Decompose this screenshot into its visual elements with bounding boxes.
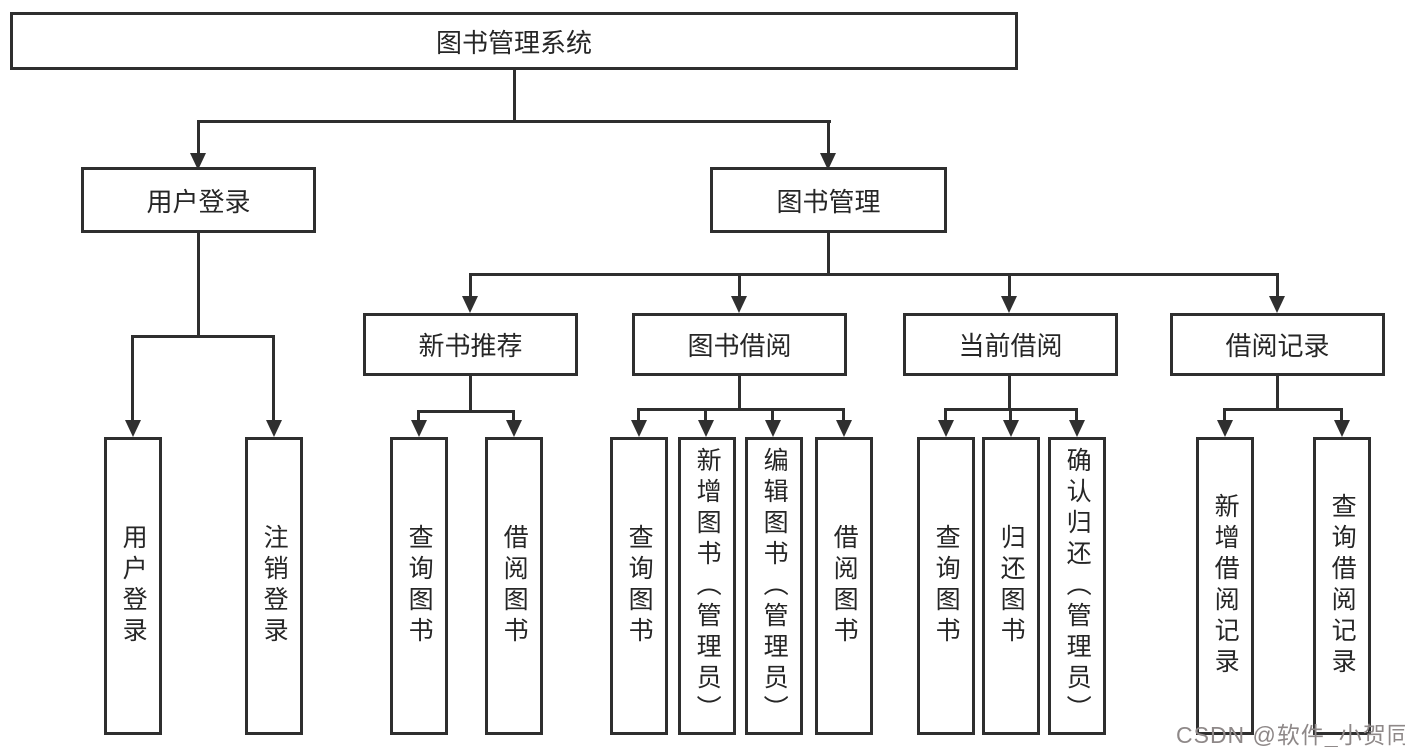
arrowhead-icon — [1001, 296, 1017, 313]
connector-drop-leaf — [131, 335, 134, 422]
arrowhead-icon — [631, 420, 647, 437]
connector-drop-leaf — [512, 410, 515, 422]
leaf-add-borrow-record: 新增借阅记录 — [1196, 437, 1254, 735]
connector-drop-leaf — [1075, 408, 1078, 422]
leaf-label: 用户登录 — [119, 524, 148, 648]
leaf-label: 借阅图书 — [830, 524, 859, 648]
node-current-borrow: 当前借阅 — [903, 313, 1118, 376]
arrowhead-icon — [506, 420, 522, 437]
connector-drop-book-borrow — [738, 273, 741, 298]
leaf-label: 新增图书（管理员） — [693, 446, 722, 726]
arrowhead-icon — [1334, 420, 1350, 437]
leaf-label: 编辑图书（管理员） — [760, 446, 789, 726]
connector-drop-new-book — [469, 273, 472, 298]
connector-new-book-bar — [417, 410, 515, 413]
connector-drop-leaf — [417, 410, 420, 422]
connector-new-book-stub — [469, 376, 472, 410]
node-label: 当前借阅 — [958, 331, 1063, 361]
node-root-book-management-system: 图书管理系统 — [10, 12, 1018, 70]
node-user-login: 用户登录 — [81, 167, 316, 233]
leaf-borrow-books-recommend: 借阅图书 — [485, 437, 543, 735]
node-label: 图书借阅 — [687, 331, 792, 361]
node-borrow-records: 借阅记录 — [1170, 313, 1385, 376]
leaf-user-login: 用户登录 — [104, 437, 162, 735]
node-label: 图书管理 — [776, 186, 881, 217]
leaf-logout: 注销登录 — [245, 437, 303, 735]
leaf-label: 查询图书 — [625, 524, 654, 648]
leaf-query-books-borrow: 查询图书 — [610, 437, 668, 735]
connector-drop-leaf — [771, 408, 774, 422]
leaf-query-books-recommend: 查询图书 — [390, 437, 448, 735]
connector-book-borrow-stub — [738, 376, 741, 408]
leaf-confirm-return-admin: 确认归还（管理员） — [1048, 437, 1106, 735]
connector-drop-leaf — [637, 408, 640, 422]
node-book-borrow: 图书借阅 — [632, 313, 847, 376]
arrowhead-icon — [698, 420, 714, 437]
leaf-return-book: 归还图书 — [982, 437, 1040, 735]
connector-drop-borrow-records — [1276, 273, 1279, 298]
connector-drop-leaf — [1340, 408, 1343, 422]
arrowhead-icon — [731, 296, 747, 313]
leaf-add-book-admin: 新增图书（管理员） — [678, 437, 736, 735]
arrowhead-icon — [938, 420, 954, 437]
arrowhead-icon — [190, 153, 206, 170]
arrowhead-icon — [836, 420, 852, 437]
connector-drop-leaf — [1223, 408, 1226, 422]
node-new-book-recommend: 新书推荐 — [363, 313, 578, 376]
connector-book-borrow-bar — [637, 408, 845, 411]
leaf-label: 查询图书 — [932, 524, 961, 648]
connector-drop-leaf — [272, 335, 275, 422]
leaf-borrow-books: 借阅图书 — [815, 437, 873, 735]
arrowhead-icon — [125, 420, 141, 437]
node-label: 借阅记录 — [1225, 331, 1330, 361]
node-label: 新书推荐 — [418, 331, 523, 361]
leaf-label: 注销登录 — [260, 524, 289, 648]
connector-drop-leaf — [1009, 408, 1012, 422]
arrowhead-icon — [411, 420, 427, 437]
connector-borrow-records-bar — [1223, 408, 1343, 411]
connector-drop-leaf — [944, 408, 947, 422]
arrowhead-icon — [765, 420, 781, 437]
connector-drop-current-borrow — [1008, 273, 1011, 298]
arrowhead-icon — [820, 153, 836, 170]
leaf-edit-book-admin: 编辑图书（管理员） — [745, 437, 803, 735]
node-label: 图书管理系统 — [435, 27, 592, 58]
leaf-label: 查询图书 — [405, 524, 434, 648]
arrowhead-icon — [266, 420, 282, 437]
connector-current-borrow-stub — [1008, 376, 1011, 408]
arrowhead-icon — [462, 296, 478, 313]
arrowhead-icon — [1269, 296, 1285, 313]
leaf-label: 归还图书 — [997, 524, 1026, 648]
leaf-label: 查询借阅记录 — [1328, 493, 1357, 679]
leaf-label: 新增借阅记录 — [1211, 493, 1240, 679]
connector-drop-user-login — [197, 120, 200, 155]
connector-drop-leaf — [704, 408, 707, 422]
arrowhead-icon — [1217, 420, 1233, 437]
connector-drop-book-management — [827, 120, 830, 155]
connector-user-login-stub — [197, 233, 200, 335]
node-label: 用户登录 — [146, 186, 251, 217]
connector-root-stub — [513, 70, 516, 120]
connector-user-login-bar — [131, 335, 275, 338]
connector-book-management-stub — [827, 233, 830, 273]
watermark-text: CSDN @软件_小贺同学 — [1176, 722, 1405, 747]
leaf-label: 借阅图书 — [500, 524, 529, 648]
node-book-management: 图书管理 — [710, 167, 947, 233]
arrowhead-icon — [1069, 420, 1085, 437]
connector-borrow-records-stub — [1276, 376, 1279, 408]
leaf-query-borrow-record: 查询借阅记录 — [1313, 437, 1371, 735]
connector-drop-leaf — [842, 408, 845, 422]
leaf-query-books-current: 查询图书 — [917, 437, 975, 735]
connector-level3-bar — [469, 273, 1279, 276]
arrowhead-icon — [1003, 420, 1019, 437]
connector-level2-bar — [197, 120, 831, 123]
leaf-label: 确认归还（管理员） — [1063, 446, 1092, 726]
